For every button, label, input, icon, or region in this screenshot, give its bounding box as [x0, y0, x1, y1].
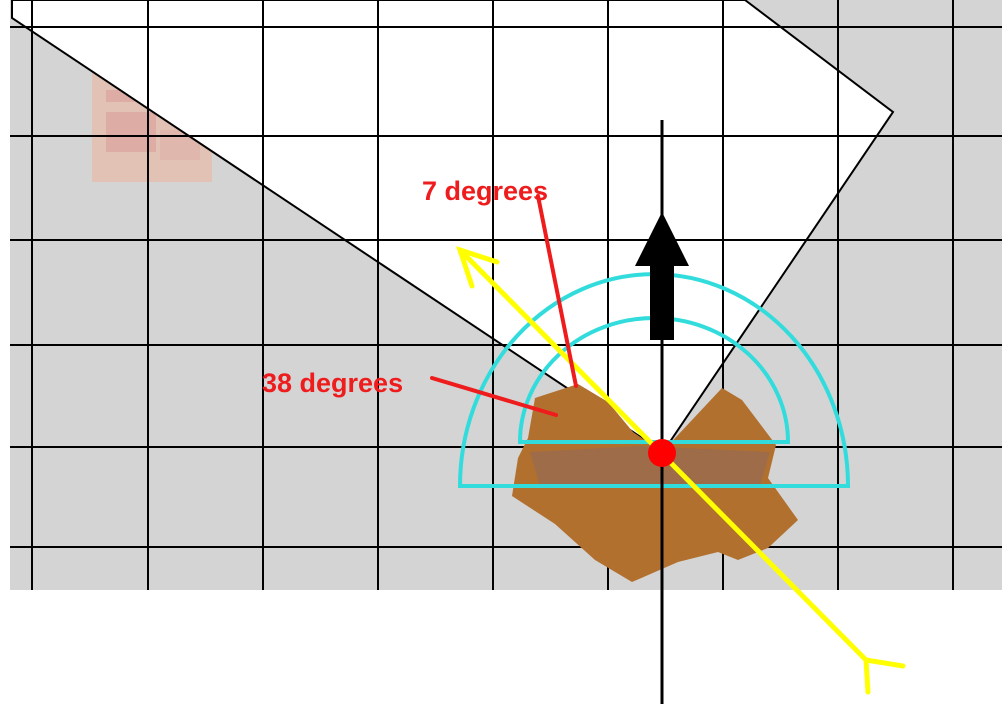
rock-shadow — [530, 446, 770, 486]
angle-label-38: 38 degrees — [262, 368, 403, 398]
angle-label-7: 7 degrees — [422, 176, 548, 206]
up-arrow — [635, 212, 689, 340]
label-pointers — [430, 194, 578, 417]
center-point — [648, 439, 676, 467]
